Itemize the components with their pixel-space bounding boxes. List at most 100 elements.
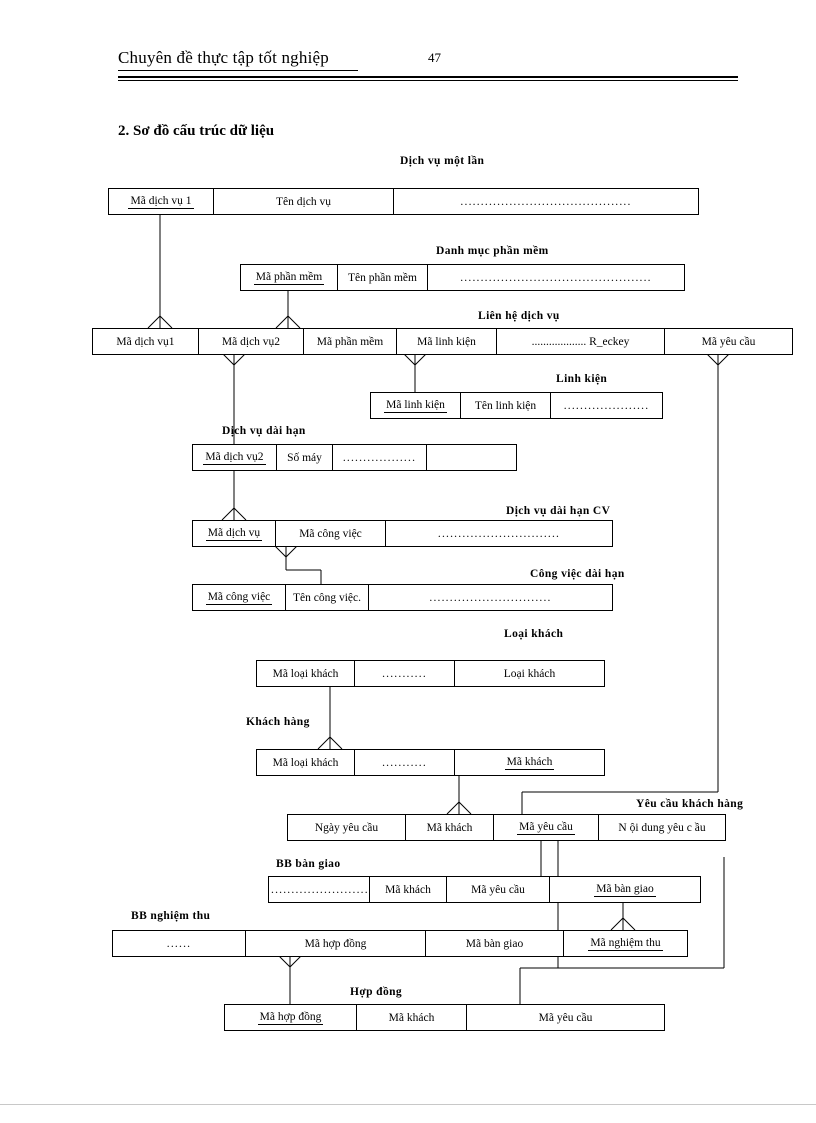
- entity-field-row: Mã loại khách...........Loại khách: [256, 660, 605, 687]
- primary-key-field: Mã nghiệm thu: [588, 936, 663, 951]
- entity-label-loai-khach: Loại khách: [504, 628, 564, 640]
- entity-label-danh-muc-phan-mem: Danh mục phần mềm: [436, 245, 549, 257]
- header-title-underline: [118, 70, 358, 71]
- entity-field-row: Mã công việc Tên công việc...............…: [192, 584, 613, 611]
- header-rule-thin: [118, 80, 738, 81]
- field-cell: Mã loại khách: [256, 660, 355, 687]
- entity-table: Mã dịch vụ Mã công việc..................…: [192, 520, 613, 547]
- field-cell: Mã phần mềm: [303, 328, 397, 355]
- field-cell: Mã phần mềm: [240, 264, 338, 291]
- entity-table: Mã loại khách...........Loại khách: [256, 660, 605, 687]
- field-cell: Mã dịch vụ2: [198, 328, 304, 355]
- entity-field-row: Mã phần mềm Tên phần mềm.................…: [240, 264, 685, 291]
- field-cell: .....................: [550, 392, 663, 419]
- primary-key-field: Mã dịch vụ 1: [128, 194, 194, 209]
- primary-key-field: Mã dịch vụ2: [203, 450, 266, 465]
- field-cell: Mã bàn giao: [549, 876, 701, 903]
- entity-table: Mã linh kiện Tên linh kiện...............…: [370, 392, 663, 419]
- primary-key-field: Mã bàn giao: [594, 882, 656, 897]
- field-cell: Mã khách: [454, 749, 605, 776]
- field-cell: Mã dịch vụ: [192, 520, 276, 547]
- field-cell: Ngày yêu cầu: [287, 814, 406, 841]
- field-cell: ..............................: [368, 584, 613, 611]
- field-cell: Mã khách: [369, 876, 447, 903]
- primary-key-field: Mã yêu cầu: [517, 820, 575, 835]
- page-number: 47: [428, 50, 441, 65]
- field-cell: Mã khách: [356, 1004, 467, 1031]
- field-cell: Mã công việc: [275, 520, 386, 547]
- entity-dich-vu-dai-han-cv: Mã dịch vụ Mã công việc..................…: [192, 520, 613, 547]
- entity-label-linh-kien: Linh kiện: [556, 373, 608, 385]
- field-cell: Loại khách: [454, 660, 605, 687]
- field-cell: Số máy: [276, 444, 333, 471]
- field-cell: Mã yêu cầu: [664, 328, 793, 355]
- field-cell: Mã loại khách: [256, 749, 355, 776]
- field-cell: Mã linh kiện: [370, 392, 461, 419]
- field-cell: Mã nghiệm thu: [563, 930, 688, 957]
- entity-label-dich-vu-dai-han-cv: Dịch vụ dài hạn CV: [506, 505, 611, 517]
- page-bottom-rule: [0, 1104, 816, 1105]
- entity-field-row: Mã dịch vụ 1 Tên dịch vụ.................…: [108, 188, 699, 215]
- entity-field-row: Mã dịch vụ2 Số máy..................: [192, 444, 517, 471]
- field-cell: ................... R_eckey: [496, 328, 665, 355]
- entity-field-row: Mã linh kiện Tên linh kiện...............…: [370, 392, 663, 419]
- header-rule-thick: [118, 76, 738, 78]
- field-cell: ......: [112, 930, 246, 957]
- primary-key-field: Mã dịch vụ: [205, 526, 263, 541]
- entity-loai-khach: Mã loại khách...........Loại khách: [256, 660, 605, 687]
- entity-table: Mã dịch vụ 1 Tên dịch vụ.................…: [108, 188, 699, 215]
- primary-key-field: Mã linh kiện: [384, 398, 447, 413]
- field-cell: ........................................…: [393, 188, 699, 215]
- entity-label-hop-dong: Hợp đồng: [350, 986, 403, 998]
- field-cell: Mã yêu cầu: [446, 876, 550, 903]
- entity-label-khach-hang: Khách hàng: [246, 716, 310, 728]
- field-cell: ..............................: [385, 520, 613, 547]
- field-cell: Mã dịch vụ1: [92, 328, 199, 355]
- primary-key-field: Mã công việc: [205, 590, 273, 605]
- field-cell: Mã dịch vụ 1: [108, 188, 214, 215]
- entity-label-dich-vu-dai-han: Dịch vụ dài hạn: [222, 425, 306, 437]
- entity-field-row: Mã loại khách........... Mã khách: [256, 749, 605, 776]
- primary-key-field: Mã khách: [504, 755, 555, 770]
- entity-dich-vu-dai-han: Mã dịch vụ2 Số máy..................: [192, 444, 517, 471]
- field-cell: Mã yêu cầu: [493, 814, 599, 841]
- entity-field-row: Mã dịch vụ Mã công việc..................…: [192, 520, 613, 547]
- field-cell: ..........................: [268, 876, 370, 903]
- field-cell: ...........: [354, 749, 455, 776]
- entity-table: Mã loại khách........... Mã khách: [256, 749, 605, 776]
- primary-key-field: Mã hợp đồng: [257, 1010, 324, 1025]
- field-cell: Tên phần mềm: [337, 264, 428, 291]
- section-heading: 2. Sơ đồ cấu trúc dữ liệu: [118, 123, 275, 139]
- field-cell: Tên dịch vụ: [213, 188, 394, 215]
- field-cell: Mã công việc: [192, 584, 286, 611]
- field-cell: Mã hợp đồng: [245, 930, 426, 957]
- field-cell: ........................................…: [427, 264, 685, 291]
- entity-danh-muc-phan-mem: Mã phần mềm Tên phần mềm.................…: [240, 264, 685, 291]
- field-cell: Mã bàn giao: [425, 930, 564, 957]
- header-title: Chuyên đề thực tập tốt nghiệp: [118, 48, 329, 67]
- entity-label-bb-nghiem-thu: BB nghiệm thu: [131, 910, 211, 922]
- field-cell: Mã linh kiện: [396, 328, 497, 355]
- field-cell: Tên công việc.: [285, 584, 369, 611]
- field-cell: Tên linh kiện: [460, 392, 551, 419]
- primary-key-field: Mã phần mềm: [253, 270, 325, 285]
- entity-table: Mã dịch vụ2 Số máy..................: [192, 444, 517, 471]
- entity-linh-kien: Mã linh kiện Tên linh kiện...............…: [370, 392, 663, 419]
- entity-khach-hang: Mã loại khách........... Mã khách: [256, 749, 605, 776]
- field-cell: ..................: [332, 444, 427, 471]
- entity-table: Mã công việc Tên công việc...............…: [192, 584, 613, 611]
- field-cell: [426, 444, 517, 471]
- entity-cong-viec-dai-han: Mã công việc Tên công việc...............…: [192, 584, 613, 611]
